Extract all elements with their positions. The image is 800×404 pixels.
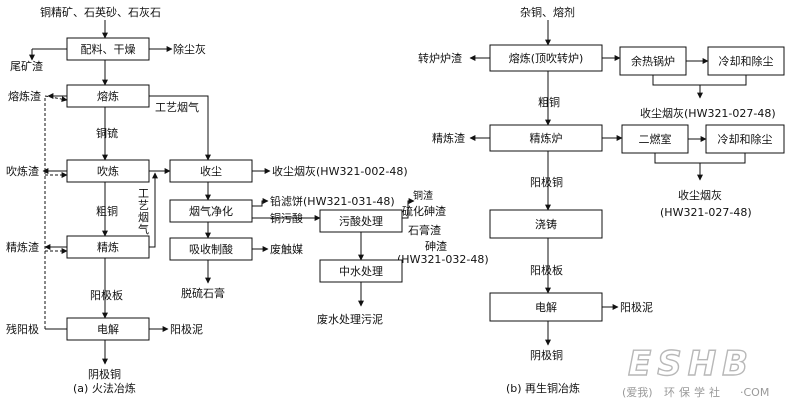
box-gas-cleaning xyxy=(169,199,253,223)
right-cathode-copper-label: 阴极铜 xyxy=(530,348,563,362)
box-top-blown-converter xyxy=(489,44,603,72)
right-blister-copper-label: 粗铜 xyxy=(538,95,560,109)
recycled-copper-diagram: 杂铜、熔剂 熔炼(顶吹转炉) 转炉炉渣 余热锅炉 冷却和除尘 收尘烟灰(HW32… xyxy=(418,5,785,395)
copper-slag-label: 铜渣 xyxy=(413,189,433,202)
box-batching-drying-label: 配料、干燥 xyxy=(81,42,136,56)
arsenic-slag-label: 砷渣 xyxy=(425,239,447,253)
dirty-acid-label: 铜污酸 xyxy=(270,211,303,225)
converter-slag-label: 转炉炉渣 xyxy=(418,51,462,65)
arsenic-slag-code-label: (HW321-032-48) xyxy=(397,253,489,266)
box-acid-water-treatment-label: 污酸处理 xyxy=(339,214,383,228)
right-input-label: 杂铜、熔剂 xyxy=(520,5,575,19)
box-electrolysis-label: 电解 xyxy=(97,322,119,336)
lead-cake-label: 铅滤饼(HW321-031-48) xyxy=(270,194,395,208)
watermark: ESHB (爱我) 环保学社 ·COM xyxy=(622,343,769,399)
blow-slag-label: 吹炼渣 xyxy=(6,164,39,178)
tailings-label: 尾矿渣 xyxy=(10,59,43,73)
right-anode-plate-label: 阳极板 xyxy=(530,263,563,277)
anode-plate-label: 阳极板 xyxy=(90,288,123,302)
box-smelting-label: 熔炼 xyxy=(97,89,119,103)
anode-slime-label: 阳极泥 xyxy=(170,322,203,336)
watermark-suffix: ·COM xyxy=(740,386,769,399)
dust-ash-2-code-label: (HW321-027-48) xyxy=(660,206,752,219)
watermark-prefix: (爱我) xyxy=(622,386,653,399)
box-top-blown-converter-label: 熔炼(顶吹转炉) xyxy=(509,51,584,65)
dedust-ash-label: 除尘灰 xyxy=(173,42,206,56)
box-dust-collection-label: 收尘 xyxy=(200,164,222,178)
process-gas-label-2: 工 艺 烟 气 xyxy=(138,187,153,236)
watermark-site: 环保学社 xyxy=(664,385,724,399)
dust-ash-label: 收尘烟灰(HW321-002-48) xyxy=(272,164,408,178)
wastewater-sludge-label: 废水处理污泥 xyxy=(317,312,383,326)
cathode-copper-label: 阴极铜 xyxy=(88,367,121,381)
matte-label: 铜锍 xyxy=(96,126,118,140)
left-input-label: 铜精矿、石英砂、石灰石 xyxy=(40,5,161,19)
pyro-process-diagram: 铜精矿、石英砂、石灰石 配料、干燥 除尘灰 尾矿渣 熔炼 熔炼渣 工艺烟气 铜锍… xyxy=(6,5,489,395)
box-cooling-dedust-2-label: 冷却和除尘 xyxy=(718,132,773,146)
anode-copper-label: 阳极铜 xyxy=(530,175,563,189)
box-reclaimed-water-treatment-label: 中水处理 xyxy=(339,265,383,278)
box-gas-cleaning-label: 烟气净化 xyxy=(189,204,233,218)
box-cooling-dedust-1-label: 冷却和除尘 xyxy=(719,54,774,68)
box-refining-furnace-label: 精炼炉 xyxy=(530,131,563,145)
box-cooling-dedust-2 xyxy=(705,124,785,154)
box-refining-label: 精炼 xyxy=(97,240,119,254)
dust-ash-2-label: 收尘烟灰 xyxy=(678,188,722,202)
box-waste-heat-boiler-label: 余热锅炉 xyxy=(631,54,675,68)
desulf-gypsum-label: 脱硫石膏 xyxy=(181,286,225,300)
spent-catalyst-label: 废触媒 xyxy=(270,242,303,256)
sulfide-arsenic-slag-label: 硫化砷渣 xyxy=(402,204,446,218)
right-anode-slime-label: 阳极泥 xyxy=(620,300,653,314)
box-acid-making-label: 吸收制酸 xyxy=(189,242,233,256)
blister-copper-label: 粗铜 xyxy=(96,204,118,218)
dust-ash-1-label: 收尘烟灰(HW321-027-48) xyxy=(640,106,776,120)
box-casting-label: 浇铸 xyxy=(535,217,557,231)
gypsum-slag-label: 石膏渣 xyxy=(408,223,441,237)
box-converting-label: 吹炼 xyxy=(97,164,119,178)
scrap-anode-label: 残阳极 xyxy=(6,322,39,336)
right-caption: (b) 再生铜冶炼 xyxy=(506,381,580,395)
smelt-slag-label: 熔炼渣 xyxy=(8,89,41,103)
process-gas-label-1: 工艺烟气 xyxy=(155,100,199,114)
refine-slag-label: 精炼渣 xyxy=(6,240,39,254)
box-cooling-dedust-1 xyxy=(707,46,785,76)
box-secondary-combustion-label: 二燃室 xyxy=(639,132,672,146)
box-casting xyxy=(489,209,603,239)
left-caption: (a) 火法冶炼 xyxy=(73,381,136,395)
right-refine-slag-label: 精炼渣 xyxy=(432,131,465,145)
box-right-electrolysis-label: 电解 xyxy=(535,300,557,314)
box-waste-heat-boiler xyxy=(619,46,687,76)
watermark-logo: ESHB xyxy=(628,344,754,384)
